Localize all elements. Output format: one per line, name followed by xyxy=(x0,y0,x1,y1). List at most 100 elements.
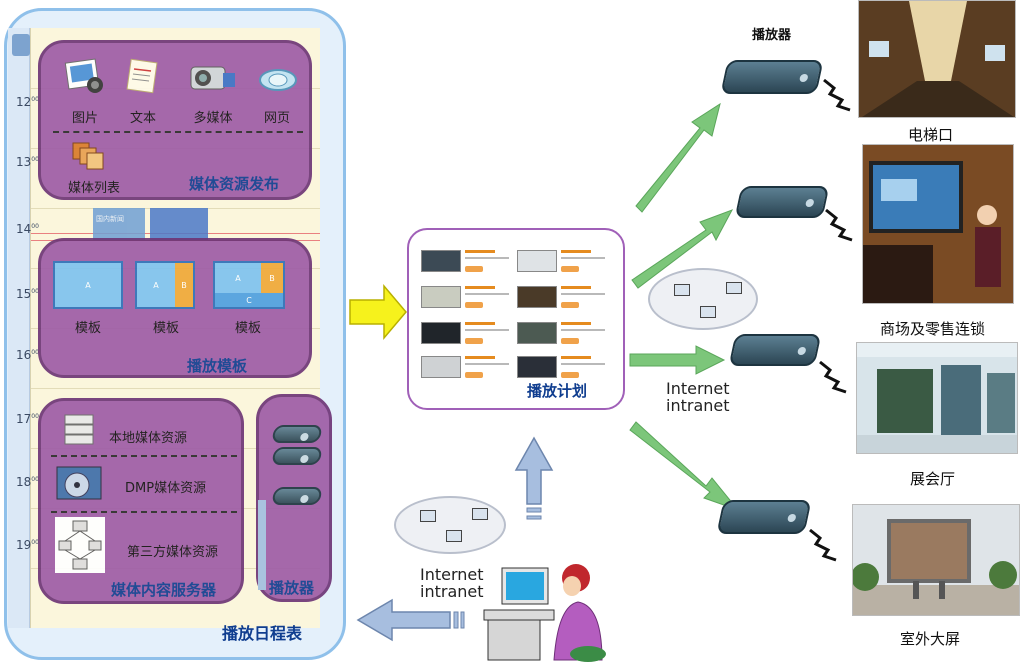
location-label-elevator: 电梯口 xyxy=(908,126,954,144)
player-box-title: 播放器 xyxy=(269,579,315,597)
computer-icon xyxy=(420,510,436,522)
player-device-1[interactable] xyxy=(720,60,824,94)
ad-thumbnail[interactable] xyxy=(421,322,461,344)
player-device-2[interactable] xyxy=(734,186,830,218)
hour-label-13: 1300 xyxy=(16,155,39,169)
template-three-pane[interactable]: A B C xyxy=(213,261,285,309)
device-cable xyxy=(823,78,851,112)
templates-box: A A B A B C 模板 模板 模板 播放模板 xyxy=(38,238,312,378)
computer-icon xyxy=(726,282,742,294)
ad-text-line xyxy=(465,257,509,259)
time-strip xyxy=(8,28,30,628)
calendar-event-block[interactable]: 国内新闻 xyxy=(93,208,145,240)
operator-illustration xyxy=(478,556,608,664)
ad-thumbnail[interactable] xyxy=(517,356,557,378)
media-list-icon[interactable] xyxy=(71,139,107,171)
ad-thumbnail[interactable] xyxy=(517,322,557,344)
outdoor-screen-photo xyxy=(852,504,1020,616)
yellow-arrow xyxy=(349,283,407,341)
operator-network-label: Internet intranet xyxy=(420,565,484,601)
ad-button[interactable] xyxy=(561,338,579,344)
template-cell-a: A xyxy=(235,273,241,283)
green-arrow-1 xyxy=(635,102,721,213)
calendar-scroll-handle[interactable] xyxy=(12,34,30,56)
hour-label-14: 1400 xyxy=(16,222,39,236)
calendar-event-block-2[interactable] xyxy=(150,208,208,240)
ad-thumbnail[interactable] xyxy=(421,286,461,308)
divider xyxy=(51,511,237,513)
network-label: Internet intranet xyxy=(666,379,730,415)
ad-text-line xyxy=(561,363,605,365)
ad-thumbnail[interactable] xyxy=(421,250,461,272)
schedule-title: 播放日程表 xyxy=(222,624,303,643)
template-label-3: 模板 xyxy=(234,321,261,336)
player-device-4[interactable] xyxy=(716,500,812,534)
text-document-icon[interactable] xyxy=(123,57,163,95)
template-label-1: 模板 xyxy=(74,321,101,336)
picture-icon[interactable] xyxy=(63,57,105,95)
device-cables xyxy=(809,78,853,562)
hour-label-18: 1800 xyxy=(16,475,39,489)
ad-button[interactable] xyxy=(561,372,579,378)
green-arrow-3 xyxy=(629,345,726,375)
media-type-label-multimedia: 多媒体 xyxy=(193,111,233,126)
ad-text-line xyxy=(465,329,509,331)
blue-up-arrow-tail xyxy=(526,515,542,520)
local-media-source: 本地媒体资源 xyxy=(109,431,188,446)
ad-heading-bar xyxy=(561,286,591,289)
template-label-2: 模板 xyxy=(152,321,179,336)
media-list-label: 媒体列表 xyxy=(67,181,120,196)
computer-icon xyxy=(446,530,462,542)
divider xyxy=(53,131,303,133)
ad-thumbnail[interactable] xyxy=(517,250,557,272)
player-device-3[interactable] xyxy=(728,334,822,366)
green-arrow-2 xyxy=(631,209,734,289)
web-page-icon[interactable] xyxy=(257,67,299,93)
operator-network-cloud xyxy=(394,496,506,554)
computer-icon xyxy=(700,306,716,318)
ad-heading-bar xyxy=(561,250,591,253)
hour-label-17: 1700 xyxy=(16,412,39,426)
ad-button[interactable] xyxy=(561,302,579,308)
content-server-title: 媒体内容服务器 xyxy=(111,581,217,599)
divider xyxy=(51,455,237,457)
play-plan-title: 播放计划 xyxy=(527,382,588,400)
content-server-box: 本地媒体资源 DMP媒体资源 第三方媒体资源 媒体内容服务器 xyxy=(38,398,244,604)
ad-text-line xyxy=(561,257,605,259)
green-arrow-4 xyxy=(629,421,740,512)
blue-left-arrow-tail xyxy=(453,611,459,629)
template-cell-a: A xyxy=(153,280,159,290)
blue-up-arrow-tail xyxy=(526,507,542,513)
ad-button[interactable] xyxy=(465,302,483,308)
elevator-photo xyxy=(858,0,1016,118)
template-two-pane[interactable]: A B xyxy=(135,261,195,309)
ad-thumbnail[interactable] xyxy=(517,286,557,308)
video-camera-icon[interactable] xyxy=(187,59,237,95)
templates-title: 播放模板 xyxy=(187,357,248,375)
dmp-media-icon xyxy=(55,463,107,505)
ad-thumbnail[interactable] xyxy=(421,356,461,378)
player-box: 播放器 xyxy=(256,394,332,602)
media-type-label-picture: 图片 xyxy=(71,111,98,126)
ad-text-line xyxy=(465,293,509,295)
blue-left-arrow xyxy=(356,598,451,642)
media-type-label-webpage: 网页 xyxy=(263,111,290,126)
network-cloud xyxy=(648,268,758,330)
ad-button[interactable] xyxy=(465,338,483,344)
ad-button[interactable] xyxy=(465,266,483,272)
ad-heading-bar xyxy=(465,250,495,253)
hour-label-19: 1900 xyxy=(16,538,39,552)
ad-text-line xyxy=(561,293,605,295)
ad-heading-bar xyxy=(465,322,495,325)
shopping-mall-photo xyxy=(862,144,1014,304)
location-label-exhibition: 展会厅 xyxy=(910,470,956,488)
ad-button[interactable] xyxy=(561,266,579,272)
dmp-media-source: DMP媒体资源 xyxy=(125,481,207,496)
ad-button[interactable] xyxy=(465,372,483,378)
blue-up-arrow xyxy=(514,436,554,505)
ad-heading-bar xyxy=(561,356,591,359)
calendar-event-label: 国内新闻 xyxy=(96,215,124,223)
play-plan-panel: 播放计划 xyxy=(407,228,625,410)
template-single[interactable]: A xyxy=(53,261,123,309)
